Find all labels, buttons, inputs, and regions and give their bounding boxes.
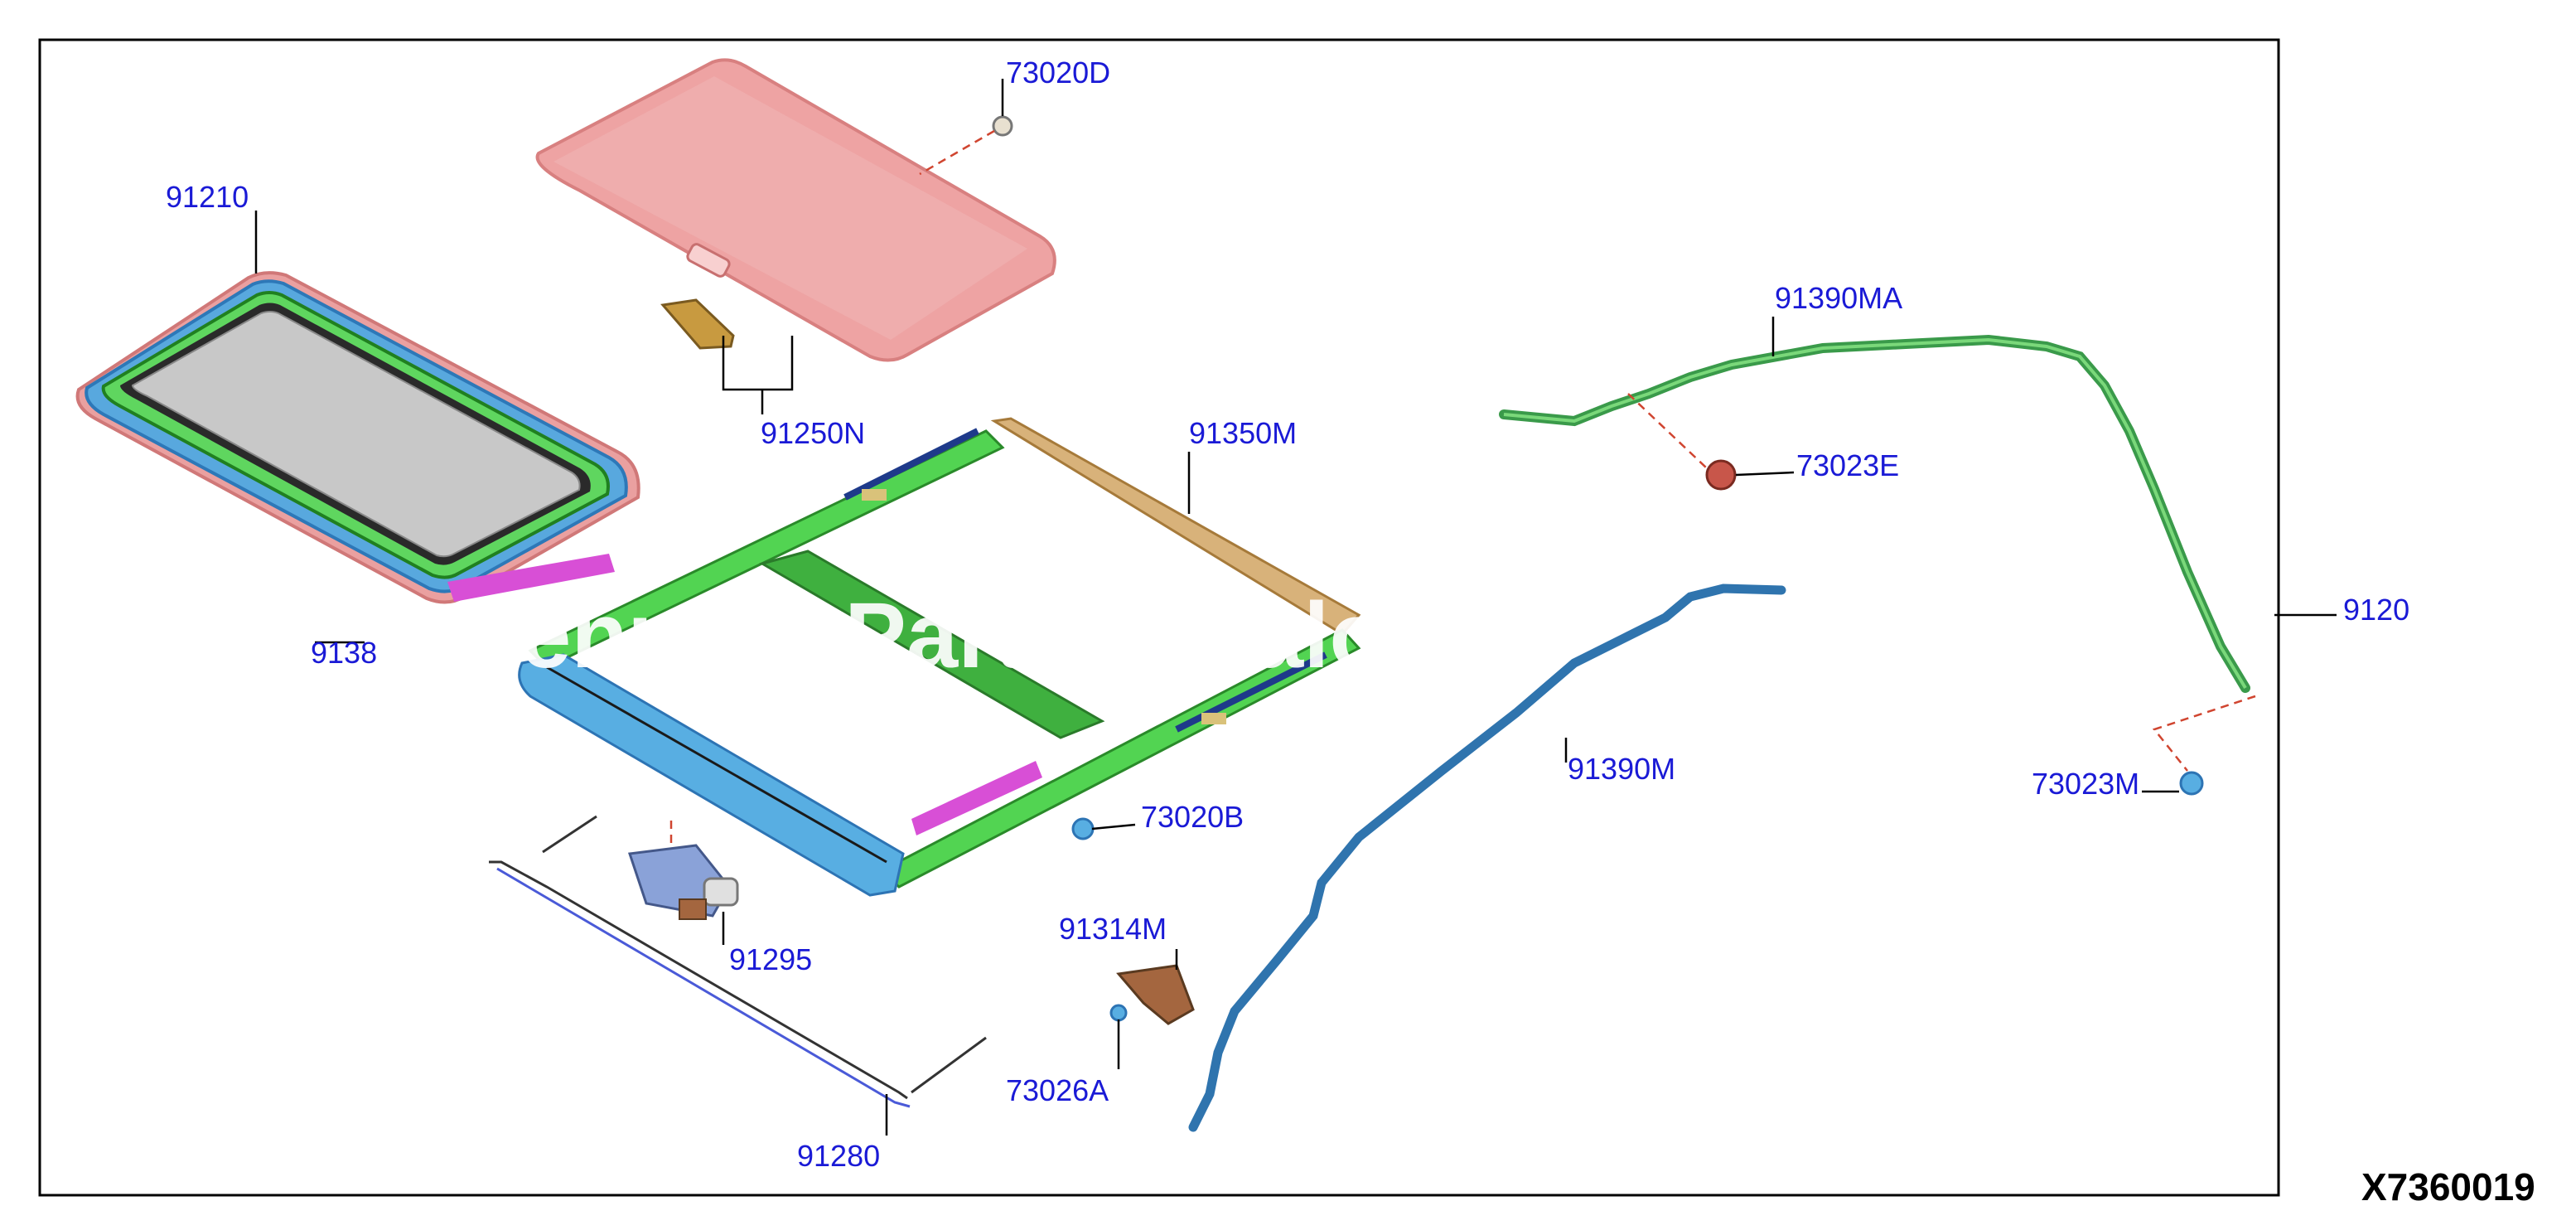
sunroof-frame-illustration [447, 417, 1361, 897]
label-73020D[interactable]: 73020D [1006, 56, 1110, 90]
dashed-line-73023M [2152, 695, 2256, 772]
diagram-code: X7360019 [2361, 1165, 2535, 1208]
drain-hose-blue-illustration [1188, 584, 1786, 1132]
label-91295[interactable]: 91295 [729, 942, 812, 976]
leader-lines [254, 79, 2337, 1136]
label-91390M[interactable]: 91390M [1568, 752, 1675, 786]
label-91250N[interactable]: 91250N [761, 416, 865, 450]
label-73026A[interactable]: 73026A [1006, 1073, 1109, 1107]
bracket-illustration [1116, 964, 1195, 1025]
label-91280[interactable]: 91280 [797, 1139, 880, 1173]
label-91210[interactable]: 91210 [166, 180, 249, 214]
sunshade-handle-illustration [660, 298, 735, 350]
label-91350M[interactable]: 91350M [1189, 416, 1297, 450]
clip-73023E-illustration [1705, 459, 1737, 491]
label-9120-partial[interactable]: 9120 [2343, 593, 2409, 627]
clip-73020B-illustration [1071, 817, 1095, 840]
label-73023M[interactable]: 73023M [2032, 767, 2139, 801]
label-9138-partial[interactable]: 9138 [311, 636, 377, 670]
weatherstrip-illustration [489, 815, 987, 1108]
watermark: Genuine Parts Catalog [447, 584, 1443, 687]
diagram-border [38, 38, 2280, 1197]
drain-hose-green-illustration [1499, 334, 2250, 693]
sunshade-illustration [535, 58, 1056, 362]
drain-hose-green-highlight [1503, 337, 2247, 690]
clip-73023M-illustration [2179, 771, 2204, 796]
label-73020B[interactable]: 73020B [1141, 800, 1244, 834]
label-73023E[interactable]: 73023E [1796, 448, 1899, 482]
dashed-line-73023E [1627, 393, 1708, 469]
clip-73026A-illustration [1109, 1004, 1128, 1022]
label-91314M[interactable]: 91314M [1059, 912, 1167, 946]
dashed-line-73020D [919, 129, 995, 176]
glass-panel-illustration [75, 271, 640, 604]
label-91390MA[interactable]: 91390MA [1775, 281, 1902, 315]
motor-illustration [627, 844, 739, 920]
clip-73020D-illustration [992, 115, 1013, 137]
